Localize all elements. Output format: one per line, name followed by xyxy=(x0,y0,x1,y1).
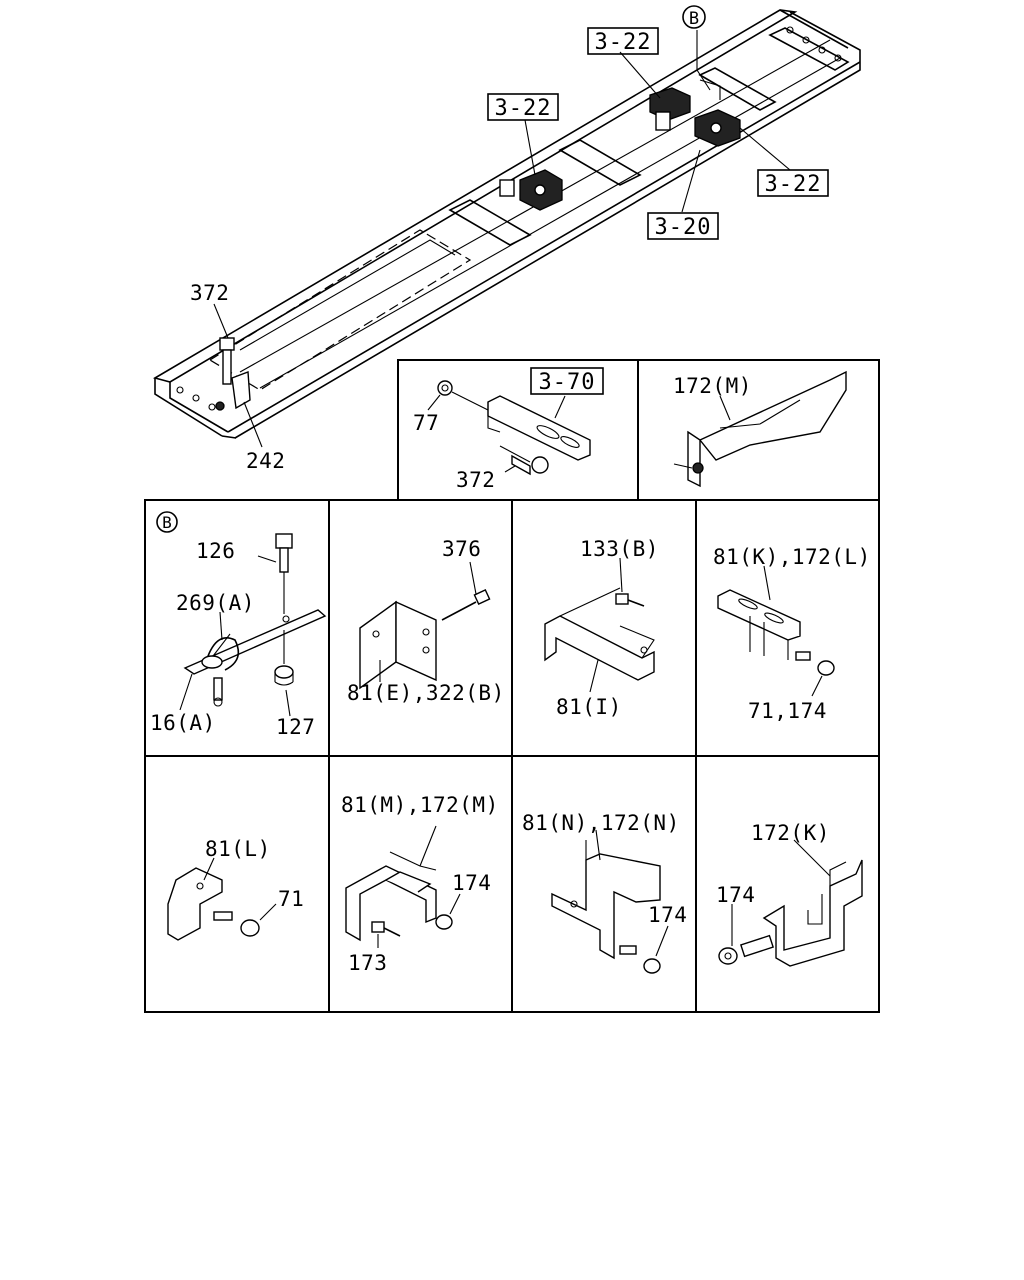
panel-b-bracket-172m: 172(M) xyxy=(673,370,847,488)
label-372-frame: 372 xyxy=(190,281,229,305)
panel-d-bracket-81e: 376 81(E),322(B) xyxy=(347,537,505,705)
label-127: 127 xyxy=(276,715,315,739)
label-71-g: 71 xyxy=(278,887,304,911)
label-174-i: 174 xyxy=(648,903,687,927)
marker-b-panel: B xyxy=(162,513,172,532)
bracket-242-frame xyxy=(215,371,251,411)
label-173: 173 xyxy=(348,951,387,975)
label-242-frame: 242 xyxy=(246,449,285,473)
label-16a: 16(A) xyxy=(150,711,216,735)
panel-h-bracket-81m: 81(M),172(M) 174 173 xyxy=(341,793,499,975)
chassis-frame-illustration: B 3-22 3-22 3-22 3-20 372 242 xyxy=(152,5,861,473)
label-81k-172l: 81(K),172(L) xyxy=(713,545,871,569)
label-172m-panel-b: 172(M) xyxy=(673,374,752,398)
bolt-372-frame xyxy=(219,337,235,385)
frame-holes xyxy=(176,26,842,411)
ref-3-20: 3-20 xyxy=(655,215,712,240)
ref-3-22-right: 3-22 xyxy=(765,172,822,197)
panel-f-bracket-81k: 81(K),172(L) 71,174 xyxy=(713,545,871,723)
detail-grid xyxy=(144,359,880,1013)
label-81e-322b: 81(E),322(B) xyxy=(347,681,505,705)
ref-b-top: B xyxy=(689,9,699,29)
panel-a-bracket-3-70: 3-70 77 372 xyxy=(413,367,604,492)
panel-e-bracket-81i: 133(B) 81(I) xyxy=(544,537,659,719)
label-81l: 81(L) xyxy=(205,837,271,861)
label-133b: 133(B) xyxy=(580,537,659,561)
panel-g-bracket-81l: 81(L) 71 xyxy=(167,837,304,941)
label-174-h: 174 xyxy=(452,871,491,895)
label-81i: 81(I) xyxy=(556,695,622,719)
label-126: 126 xyxy=(196,539,235,563)
label-372-panel: 372 xyxy=(456,468,495,492)
label-376: 376 xyxy=(442,537,481,561)
label-81n-172n: 81(N),172(N) xyxy=(522,811,680,835)
panel-j-bracket-172k: 172(K) 174 xyxy=(716,821,863,967)
valve-assembly-upper xyxy=(649,79,741,147)
valve-assembly-middle xyxy=(499,169,563,211)
label-269a: 269(A) xyxy=(176,591,255,615)
label-77: 77 xyxy=(413,411,439,435)
ref-3-22-middle: 3-22 xyxy=(495,96,552,121)
ref-3-70: 3-70 xyxy=(539,370,596,395)
panel-i-bracket-81n: 81(N),172(N) 174 xyxy=(522,811,687,974)
ref-3-22-upper: 3-22 xyxy=(595,30,652,55)
label-81m-172m: 81(M),172(M) xyxy=(341,793,499,817)
label-174-j: 174 xyxy=(716,883,755,907)
panel-c-clamp-assembly: B 126 269(A) 16(A) 127 xyxy=(150,511,327,739)
label-172k: 172(K) xyxy=(751,821,830,845)
label-71-174-f: 71,174 xyxy=(748,699,827,723)
